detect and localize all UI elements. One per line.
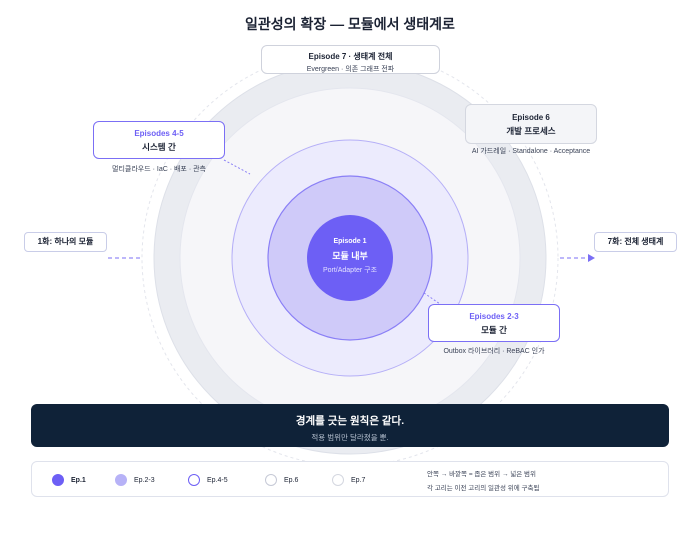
legend-label-ep1: Ep.1 (71, 476, 86, 484)
ep1-subtitle: 모듈 내부 (332, 251, 368, 261)
diagram-title: 일관성의 확장 — 모듈에서 생태계로 (245, 16, 455, 32)
legend-label-ep7: Ep.7 (351, 476, 366, 484)
ep23-heading: Episodes 2-3 (469, 312, 519, 321)
ep1-caption: Port/Adapter 구조 (322, 267, 378, 274)
ep23-caption: Outbox 라이브러리 · ReBAC 인가 (443, 348, 545, 355)
axis-left-label: 1화: 하나의 모듈 (24, 232, 107, 252)
legend-swatch-ep45 (188, 474, 200, 486)
axis-right-label: 7화: 전체 생태계 (594, 232, 677, 252)
legend-item-ep7: Ep.7 (332, 473, 365, 487)
axis-arrowhead (588, 254, 595, 262)
legend-label-ep45: Ep.4-5 (207, 476, 228, 484)
legend-item-ep6: Ep.6 (265, 473, 298, 487)
ep6-subtitle: 개발 프로세스 (506, 126, 556, 136)
ep45-caption: 멀티클라우드 · IaC · 배포 · 관측 (112, 166, 206, 173)
ep23-subtitle: 모듈 간 (481, 325, 507, 335)
ep45-box: Episodes 4-5 시스템 간 (93, 121, 225, 159)
banner-subline: 적용 범위만 달라졌을 뿐. (311, 433, 389, 442)
ep6-caption: AI 가드레일 · Standalone · Acceptance (471, 148, 591, 155)
legend-swatch-ep6 (265, 474, 277, 486)
legend-label-ep6: Ep.6 (284, 476, 299, 484)
legend-swatch-ep1 (52, 474, 64, 486)
legend-label-ep23: Ep.2-3 (134, 476, 155, 484)
ep1-heading: Episode 1 (333, 238, 367, 245)
principle-banner: 경계를 긋는 원칙은 같다. 적용 범위만 달라졌을 뿐. (31, 404, 669, 447)
banner-headline: 경계를 긋는 원칙은 같다. (295, 415, 405, 427)
ring-ep1 (307, 215, 393, 301)
legend-item-ep23: Ep.2-3 (115, 473, 155, 487)
ep23-box: Episodes 2-3 모듈 간 (428, 304, 560, 342)
ep7-heading: Episode 7 · 생태계 전체 (308, 52, 393, 61)
legend-swatch-ep7 (332, 474, 344, 486)
ep6-heading: Episode 6 (512, 113, 550, 122)
legend-note-line2: 각 고리는 이전 고리의 일관성 위에 구축됨 (427, 485, 540, 492)
ep45-subtitle: 시스템 간 (142, 142, 176, 152)
legend-item-ep1: Ep.1 (52, 473, 86, 487)
ep6-box: Episode 6 개발 프로세스 (465, 104, 597, 144)
legend-swatch-ep23 (115, 474, 127, 486)
ep45-heading: Episodes 4-5 (134, 129, 184, 138)
ep7-caption: Evergreen · 의존 그래프 전파 (306, 66, 395, 73)
connector-ep45 (223, 159, 251, 175)
legend-note-line1: 안쪽 → 바깥쪽 = 좁은 범위 → 넓은 범위 (427, 471, 536, 478)
legend-item-ep45: Ep.4-5 (188, 473, 228, 487)
legend: Ep.1 Ep.2-3 Ep.4-5 Ep.6 Ep.7 안쪽 → 바깥쪽 = … (31, 461, 669, 497)
ep7-box: Episode 7 · 생태계 전체 Evergreen · 의존 그래프 전파 (261, 45, 440, 74)
